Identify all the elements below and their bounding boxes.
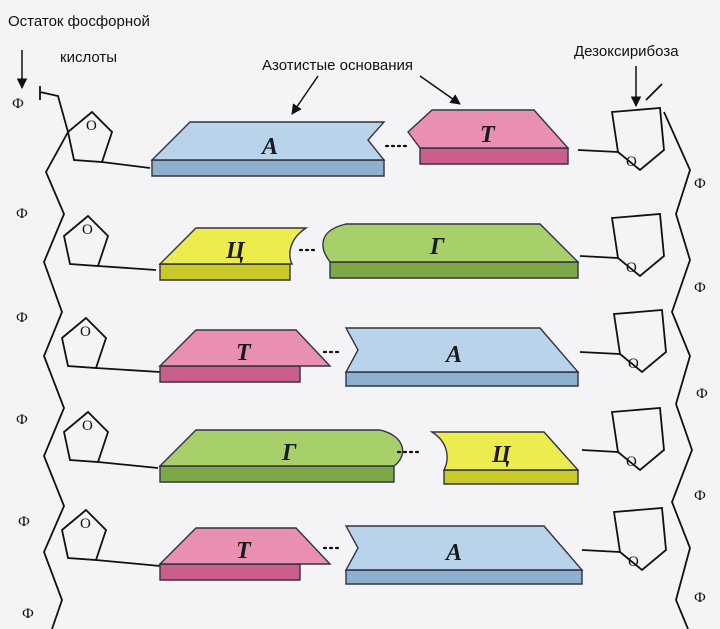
bases-arrow-left <box>291 75 319 115</box>
left-phosphate-4: Ф <box>16 412 28 428</box>
left-sugar-1: O <box>67 110 151 169</box>
right-sugar-1: O <box>577 107 665 172</box>
base-1-right: Т <box>407 109 570 165</box>
svg-text:O: O <box>626 454 637 470</box>
base-pair-4: Г Ц <box>158 429 580 485</box>
left-sugar-3: O <box>61 316 161 373</box>
right-phosphate-1: Ф <box>694 176 706 192</box>
svg-text:Т: Т <box>236 538 252 564</box>
svg-text:Ц: Ц <box>491 442 512 468</box>
right-sugar-3: O <box>579 309 667 374</box>
base-3-left: Т <box>158 329 332 383</box>
svg-text:O: O <box>86 118 97 134</box>
svg-text:Ц: Ц <box>225 238 246 264</box>
right-backbone <box>645 83 693 629</box>
left-sugar-5: O <box>61 508 161 567</box>
svg-text:O: O <box>626 260 637 276</box>
right-sugar-5: O <box>581 507 667 572</box>
base-4-right: Ц <box>429 431 580 485</box>
svg-text:Т: Т <box>236 340 252 366</box>
svg-text:O: O <box>628 554 639 570</box>
base-2-right: Г <box>322 223 580 279</box>
base-5-left: Т <box>158 527 332 581</box>
base-pair-5: Т А <box>158 525 584 585</box>
right-phosphate-5: Ф <box>694 590 706 606</box>
svg-text:O: O <box>626 154 637 170</box>
nitrogenous-bases-label: Азотистые основания <box>262 57 413 74</box>
left-phosphate-1: Ф <box>12 96 24 112</box>
base-1-left: А <box>150 121 386 177</box>
left-phosphate-6: Ф <box>22 606 34 622</box>
base-pair-1: А Т <box>150 109 570 177</box>
phosphate-residue-label-line2: кислоты <box>60 49 117 66</box>
left-sugar-2: O <box>63 214 157 271</box>
base-3-right: А <box>344 327 580 387</box>
right-phosphate-2: Ф <box>694 280 706 296</box>
right-sugar-2: O <box>579 213 665 278</box>
svg-text:Г: Г <box>429 234 445 260</box>
svg-text:O: O <box>82 222 93 238</box>
base-pair-3: Т А <box>158 327 580 387</box>
left-phosphate-5: Ф <box>18 514 30 530</box>
left-phosphate-3: Ф <box>16 310 28 326</box>
left-backbone <box>39 86 69 629</box>
right-phosphate-4: Ф <box>694 488 706 504</box>
base-5-right: А <box>344 525 584 585</box>
svg-text:А: А <box>444 540 462 566</box>
phosphate-residue-label-line1: Остаток фосфорной <box>8 13 150 30</box>
svg-text:А: А <box>260 134 278 160</box>
right-sugar-4: O <box>581 407 665 472</box>
svg-text:O: O <box>80 516 91 532</box>
base-2-left: Ц <box>158 227 309 281</box>
right-phosphate-3: Ф <box>696 386 708 402</box>
svg-text:O: O <box>80 324 91 340</box>
svg-text:O: O <box>82 418 93 434</box>
svg-text:А: А <box>444 342 462 368</box>
deoxyribose-label: Дезоксирибоза <box>574 43 679 60</box>
base-4-left: Г <box>158 429 404 483</box>
left-phosphate-2: Ф <box>16 206 28 222</box>
svg-text:Г: Г <box>281 440 297 466</box>
bases-arrow-right <box>419 75 461 105</box>
svg-text:Т: Т <box>480 122 496 148</box>
left-sugar-4: O <box>63 410 159 469</box>
svg-text:O: O <box>628 356 639 372</box>
base-pair-2: Ц Г <box>158 223 580 281</box>
